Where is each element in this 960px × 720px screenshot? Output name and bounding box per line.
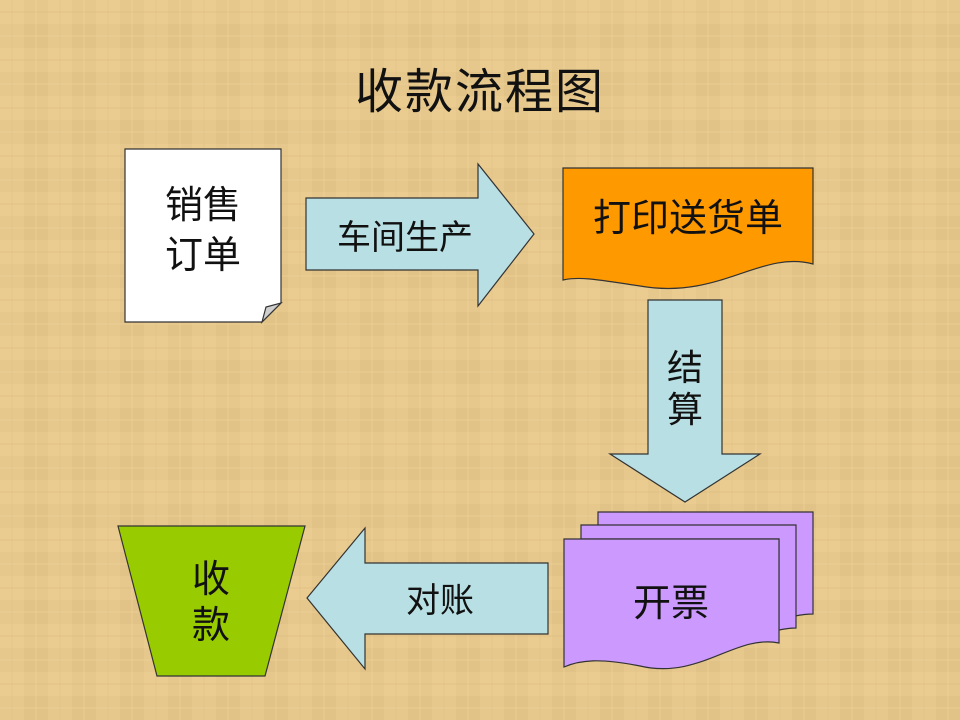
settlement-arrow-label-line2: 算 xyxy=(667,390,703,431)
production-arrow-label: 车间生产 xyxy=(337,218,473,258)
sales-order-label-line2: 订单 xyxy=(165,233,241,277)
print-delivery-node: 打印送货单 xyxy=(562,167,814,290)
invoice-node: 开票 xyxy=(563,511,814,670)
reconcile-arrow-label: 对账 xyxy=(406,581,474,621)
print-delivery-label: 打印送货单 xyxy=(593,196,783,240)
sales-order-node: 销售 订单 xyxy=(124,148,284,325)
production-arrow: 车间生产 xyxy=(305,162,535,308)
collect-node: 收 款 xyxy=(117,525,306,677)
settlement-arrow-label-line1: 结 xyxy=(667,348,703,389)
invoice-label: 开票 xyxy=(633,581,709,625)
collect-label-line2: 款 xyxy=(192,603,230,647)
reconcile-arrow: 对账 xyxy=(306,526,549,671)
sales-order-label-line1: 销售 xyxy=(165,183,241,227)
collect-label-line1: 收 xyxy=(192,557,230,601)
page-title: 收款流程图 xyxy=(354,64,605,120)
settlement-arrow: 结 算 xyxy=(607,299,763,503)
